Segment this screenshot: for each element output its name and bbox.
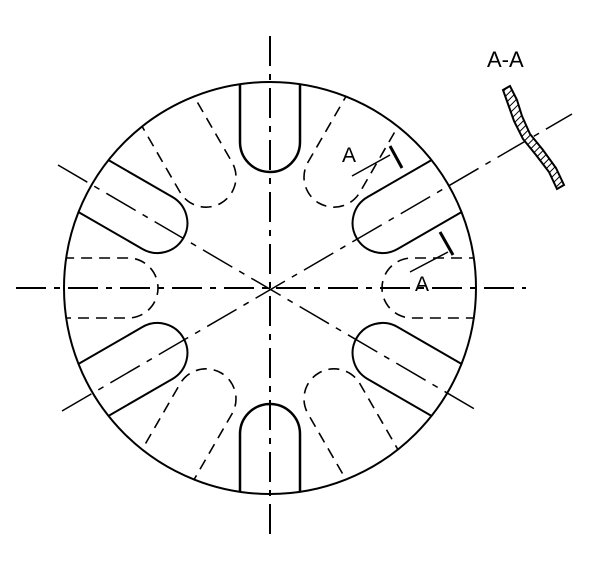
hidden-slot-top-left xyxy=(138,90,237,208)
hidden-slot-bottom-left xyxy=(138,368,237,486)
cut-leader-upper xyxy=(351,154,391,177)
slots xyxy=(64,82,476,494)
cut-label-lower: A xyxy=(415,273,429,296)
cut-mark-lower xyxy=(438,231,455,256)
diagonal-axis-1 xyxy=(57,164,479,412)
slot-lower-left xyxy=(72,322,189,420)
hidden-slot-top-right xyxy=(303,90,402,208)
slot-lower-right xyxy=(351,322,468,420)
center-lines xyxy=(16,36,526,540)
cut-label-upper: A xyxy=(342,144,356,167)
hidden-slot-left xyxy=(64,257,159,319)
section-cut-line xyxy=(351,145,455,273)
hidden-slot-bottom-right xyxy=(303,368,402,486)
diagonal-center-lines xyxy=(57,113,573,412)
diagonal-axis-2 xyxy=(61,113,573,412)
disc-outline xyxy=(63,81,477,495)
section-view-profile xyxy=(501,84,566,191)
slot-bottom xyxy=(238,402,302,494)
hidden-slot-right xyxy=(381,257,476,319)
section-title-label: A-A xyxy=(487,47,524,72)
slot-top xyxy=(238,82,302,174)
cut-leader-lower xyxy=(409,251,449,273)
slot-upper-left xyxy=(72,156,189,254)
slot-upper-right xyxy=(351,156,468,254)
cut-mark-upper xyxy=(388,145,404,169)
